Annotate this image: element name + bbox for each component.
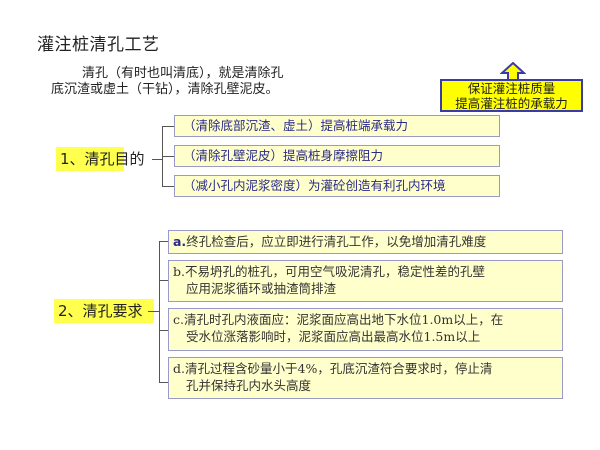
connector-line bbox=[159, 241, 168, 242]
purpose-item: （减小孔内泥浆密度）为灌砼创造有利孔内环境 bbox=[174, 175, 500, 197]
item-text-cont: 应用泥浆循环或抽渣筒排渣 bbox=[186, 281, 337, 296]
item-marker: c. bbox=[173, 312, 184, 327]
connector-line bbox=[159, 280, 168, 281]
requirement-item-c: c.清孔时孔内液面应：泥浆面应高出地下水位1.0m以上，在 受水位涨落影响时，泥… bbox=[168, 308, 563, 351]
connector-line bbox=[148, 311, 159, 312]
page-title: 灌注桩清孔工艺 bbox=[37, 35, 160, 55]
connector-line bbox=[152, 159, 162, 160]
connector-line bbox=[162, 126, 174, 127]
callout-line-2: 提高灌注桩的承载力 bbox=[455, 96, 568, 111]
purpose-item: （清除孔壁泥皮）提高桩身摩擦阻力 bbox=[174, 145, 500, 167]
section-1-label: 1、清孔目的 bbox=[56, 147, 145, 171]
intro-line-1: 清孔（有时也叫清底），就是清除孔 bbox=[82, 66, 284, 81]
requirement-item-d: d.清孔过程含砂量小于4%，孔底沉渣符合要求时，停止清 孔并保持孔内水头高度 bbox=[168, 357, 563, 399]
item-text-cont: 受水位涨落影响时，泥浆面应高出最高水位1.5m以上 bbox=[186, 329, 481, 344]
requirement-item-a: a.终孔检查后，应立即进行清孔工作，以免增加清孔难度 bbox=[168, 230, 563, 254]
intro-line-2: 底沉渣或虚土（干钻），清除孔壁泥皮。 bbox=[51, 82, 279, 97]
callout-line-1: 保证灌注桩质量 bbox=[467, 81, 556, 96]
item-text: 清孔过程含砂量小于4%，孔底沉渣符合要求时，停止清 bbox=[184, 361, 493, 376]
connector-line bbox=[159, 382, 168, 383]
connector-line bbox=[159, 330, 168, 331]
up-arrow-icon bbox=[500, 62, 526, 80]
connector-line bbox=[162, 186, 174, 187]
callout-box: 保证灌注桩质量 提高灌注桩的承载力 bbox=[440, 79, 583, 112]
item-marker: b. bbox=[173, 264, 185, 279]
section-2-label: 2、清孔要求 bbox=[54, 299, 154, 323]
item-marker: a. bbox=[173, 234, 187, 249]
purpose-item: （清除底部沉渣、虚土）提高桩端承载力 bbox=[174, 115, 500, 137]
item-text: 不易坍孔的桩孔，可用空气吸泥清孔，稳定性差的孔壁 bbox=[184, 264, 485, 279]
item-marker: d. bbox=[173, 361, 185, 376]
connector-line bbox=[162, 156, 174, 157]
item-text: 终孔检查后，应立即进行清孔工作，以免增加清孔难度 bbox=[186, 234, 487, 249]
item-text: 清孔时孔内液面应：泥浆面应高出地下水位1.0m以上，在 bbox=[183, 312, 504, 327]
item-text-cont: 孔并保持孔内水头高度 bbox=[186, 378, 312, 393]
connector-line bbox=[159, 241, 160, 383]
requirement-item-b: b.不易坍孔的桩孔，可用空气吸泥清孔，稳定性差的孔壁 应用泥浆循环或抽渣筒排渣 bbox=[168, 260, 563, 302]
